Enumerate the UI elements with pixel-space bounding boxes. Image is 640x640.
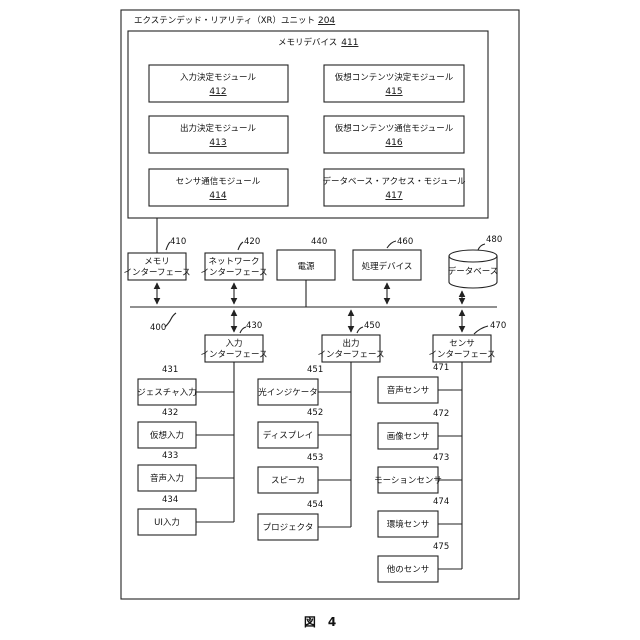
module-sensor-communication: センサ通信モジュール 414 [149, 169, 288, 206]
database-cylinder: データベース [448, 250, 499, 288]
svg-text:インターフェース: インターフェース [317, 350, 384, 360]
svg-text:データベース: データベース [448, 266, 499, 277]
xr-unit-title: エクステンデッド・リアリティ（XR）ユニット204 [134, 15, 335, 26]
svg-text:音声センサ: 音声センサ [387, 385, 430, 396]
svg-text:スピーカ: スピーカ [271, 476, 305, 486]
gesture-input-block: ジェスチャ入力 [137, 379, 196, 405]
svg-text:416: 416 [385, 138, 402, 148]
svg-text:センサ: センサ [449, 339, 475, 349]
svg-text:インターフェース: インターフェース [123, 268, 190, 278]
ref-480: 480 [486, 235, 502, 245]
ref-460: 460 [397, 237, 413, 247]
svg-text:414: 414 [209, 191, 226, 201]
svg-text:ジェスチャ入力: ジェスチャ入力 [137, 387, 196, 398]
svg-text:仮想コンテンツ通信モジュール: 仮想コンテンツ通信モジュール [335, 123, 454, 134]
ref-431: 431 [162, 365, 178, 375]
svg-text:環境センサ: 環境センサ [387, 519, 430, 530]
svg-text:ネットワーク: ネットワーク [208, 257, 259, 267]
svg-text:仮想コンテンツ決定モジュール: 仮想コンテンツ決定モジュール [335, 72, 454, 83]
ref-452: 452 [307, 408, 323, 418]
ref-474: 474 [433, 497, 449, 507]
svg-text:入力決定モジュール: 入力決定モジュール [180, 72, 256, 83]
svg-text:入力: 入力 [225, 338, 242, 349]
ref-472: 472 [433, 409, 449, 419]
ref-432: 432 [162, 408, 178, 418]
ref-454: 454 [307, 500, 323, 510]
svg-text:データベース・アクセス・モジュール: データベース・アクセス・モジュール [322, 176, 466, 187]
svg-text:インターフェース: インターフェース [200, 268, 267, 278]
svg-text:センサ通信モジュール: センサ通信モジュール [176, 176, 261, 187]
ref-430: 430 [246, 321, 262, 331]
svg-text:ディスプレイ: ディスプレイ [263, 430, 313, 441]
svg-text:音声入力: 音声入力 [150, 473, 184, 484]
ref-433: 433 [162, 451, 178, 461]
svg-text:インターフェース: インターフェース [428, 350, 495, 360]
module-virtual-content-decision: 仮想コンテンツ決定モジュール 415 [324, 65, 464, 102]
figure-label: 図 4 [304, 615, 336, 629]
network-interface-block: ネットワーク インターフェース [200, 253, 267, 280]
display-block: ディスプレイ [258, 422, 318, 448]
ref-440: 440 [311, 237, 327, 247]
module-input-decision: 入力決定モジュール 412 [149, 65, 288, 102]
ref-410: 410 [170, 237, 186, 247]
svg-text:UI入力: UI入力 [154, 517, 180, 528]
svg-text:他のセンサ: 他のセンサ [387, 564, 430, 575]
svg-text:モーションセンサ: モーションセンサ [374, 476, 442, 486]
ref-420: 420 [244, 237, 260, 247]
virtual-input-block: 仮想入力 [138, 422, 196, 448]
module-output-decision: 出力決定モジュール 413 [149, 116, 288, 153]
svg-text:出力決定モジュール: 出力決定モジュール [180, 123, 256, 134]
output-interface-block: 出力 インターフェース [317, 335, 384, 362]
motion-sensor-block: モーションセンサ [374, 467, 442, 493]
ref-475: 475 [433, 542, 449, 552]
svg-text:光インジケータ: 光インジケータ [258, 387, 318, 398]
svg-text:417: 417 [385, 191, 402, 201]
environment-sensor-block: 環境センサ [378, 511, 438, 537]
svg-text:画像センサ: 画像センサ [387, 431, 430, 442]
sensor-interface-block: センサ インターフェース [428, 335, 495, 362]
other-sensor-block: 他のセンサ [378, 556, 438, 582]
ref-434: 434 [162, 495, 178, 505]
processing-device-block: 処理デバイス [353, 250, 421, 280]
power-supply-block: 電源 [277, 250, 335, 280]
svg-text:処理デバイス: 処理デバイス [362, 261, 413, 272]
memory-interface-block: メモリ インターフェース [123, 253, 190, 280]
ref-470: 470 [490, 321, 506, 331]
svg-text:プロジェクタ: プロジェクタ [263, 523, 314, 533]
ref-450: 450 [364, 321, 380, 331]
ref-453: 453 [307, 453, 323, 463]
ref-473: 473 [433, 453, 449, 463]
input-interface-block: 入力 インターフェース [200, 335, 267, 362]
module-database-access: データベース・アクセス・モジュール 417 [322, 169, 466, 206]
svg-text:412: 412 [209, 87, 226, 97]
svg-text:415: 415 [385, 87, 402, 97]
image-sensor-block: 画像センサ [378, 423, 438, 449]
projector-block: プロジェクタ [258, 514, 318, 540]
svg-text:インターフェース: インターフェース [200, 350, 267, 360]
audio-input-block: 音声入力 [138, 465, 196, 491]
ui-input-block: UI入力 [138, 509, 196, 535]
ref-400: 400 [150, 323, 166, 333]
ref-451: 451 [307, 365, 323, 375]
speaker-block: スピーカ [258, 467, 318, 493]
svg-text:仮想入力: 仮想入力 [150, 430, 184, 441]
svg-text:413: 413 [209, 138, 226, 148]
svg-text:メモリ: メモリ [144, 257, 170, 267]
svg-text:出力: 出力 [342, 338, 359, 349]
audio-sensor-block: 音声センサ [378, 377, 438, 403]
svg-text:電源: 電源 [297, 262, 315, 272]
memory-device-title: メモリデバイス411 [278, 37, 358, 48]
module-virtual-content-communication: 仮想コンテンツ通信モジュール 416 [324, 116, 464, 153]
light-indicator-block: 光インジケータ [258, 379, 318, 405]
ref-471: 471 [433, 363, 449, 373]
